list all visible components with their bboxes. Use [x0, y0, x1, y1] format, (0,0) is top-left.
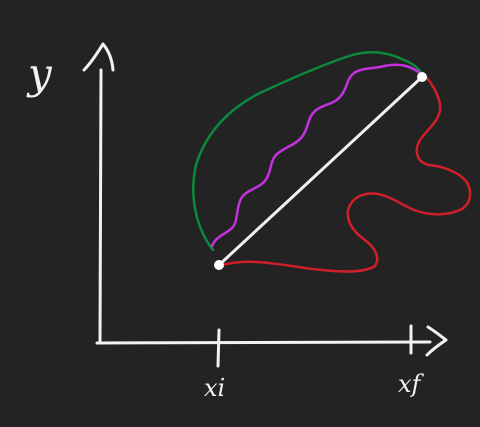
x-axis-arrowhead	[425, 325, 448, 357]
y-axis-label-group: y	[26, 49, 53, 98]
red-path	[217, 76, 472, 273]
green-path	[192, 51, 425, 252]
endpoints	[214, 72, 427, 270]
axes	[82, 42, 448, 368]
x-axis	[95, 340, 432, 345]
magenta-path	[210, 63, 424, 248]
y-axis-label: y	[26, 49, 53, 98]
x-tick-labels: xi xf	[204, 370, 425, 402]
straight-path	[217, 75, 424, 267]
end-point	[417, 72, 427, 82]
start-point	[214, 260, 224, 270]
xi-tick	[216, 328, 221, 368]
xf-label: xf	[398, 370, 425, 398]
xi-label: xi	[204, 374, 225, 402]
y-axis	[82, 42, 115, 345]
